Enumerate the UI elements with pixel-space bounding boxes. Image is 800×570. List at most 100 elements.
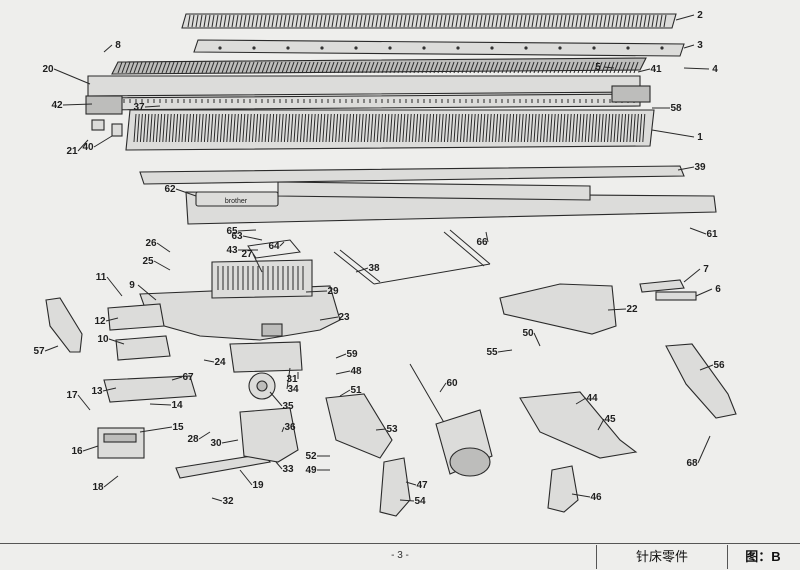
leader-line-27 [252, 253, 263, 273]
callout-label-49: 49 [305, 465, 317, 476]
leader-line-34 [286, 367, 291, 390]
brand-plate-text: brother [225, 198, 248, 205]
callout-label-6: 6 [715, 284, 721, 295]
leader-line-37 [144, 105, 161, 108]
leader-line-8 [103, 44, 113, 53]
leader-line-25 [153, 260, 171, 271]
finger-part-57 [45, 297, 83, 353]
leader-line-28 [198, 431, 211, 440]
handle-part-60 [409, 363, 493, 477]
leader-line-9 [137, 284, 157, 301]
callout-label-41: 41 [650, 64, 662, 75]
callout-label-64: 64 [268, 241, 280, 252]
leader-line-39 [677, 166, 695, 171]
callout-label-27: 27 [241, 249, 253, 260]
leader-line-14 [149, 403, 172, 406]
callout-label-9: 9 [129, 280, 135, 291]
callout-label-42: 42 [51, 100, 63, 111]
name-plate-part-62: brother [195, 191, 279, 207]
callout-label-47: 47 [416, 480, 428, 491]
callout-label-5: 5 [595, 62, 601, 73]
latch-parts-6-7 [639, 279, 697, 301]
callout-label-15: 15 [172, 422, 184, 433]
leader-line-2 [675, 14, 695, 21]
callout-label-54: 54 [414, 496, 426, 507]
leader-line-42 [62, 103, 93, 106]
callout-label-66: 66 [476, 237, 488, 248]
leader-line-65 [237, 229, 257, 232]
leader-line-1 [651, 129, 695, 138]
leader-line-40 [93, 135, 113, 148]
footer-divider [0, 543, 800, 544]
upper-panel-plate [277, 181, 591, 201]
page-number: - 3 - [391, 550, 409, 561]
leader-line-19 [239, 469, 253, 486]
leader-line-16 [82, 445, 99, 452]
scale-strip-part-37 [89, 93, 641, 111]
callout-label-67: 67 [182, 372, 194, 383]
cover-rail-part-3 [193, 39, 685, 57]
cam-plate-part-27 [211, 259, 313, 299]
needle-row-upper [111, 57, 647, 75]
callout-label-61: 61 [706, 229, 718, 240]
leader-line-11 [106, 276, 123, 297]
leader-line-4 [683, 67, 710, 70]
callout-label-62: 62 [164, 184, 176, 195]
bed-side-blocks [85, 85, 651, 137]
callout-label-8: 8 [115, 40, 121, 51]
leader-line-59 [335, 353, 347, 359]
leader-line-38 [355, 267, 369, 273]
plate-part-22 [499, 283, 617, 335]
comb-rail-part-2 [181, 13, 677, 29]
diagram-title: 针床零件 [596, 545, 728, 569]
callout-label-65: 65 [226, 226, 238, 237]
callout-label-32: 32 [222, 496, 234, 507]
callout-label-20: 20 [42, 64, 54, 75]
leader-line-24 [203, 359, 215, 363]
leader-line-12 [105, 317, 119, 322]
callout-label-4: 4 [712, 64, 718, 75]
leader-line-53 [375, 428, 387, 431]
bracket-part-53 [325, 393, 393, 459]
leader-line-68 [697, 435, 711, 464]
leader-line-47 [405, 481, 417, 486]
callout-label-37: 37 [133, 102, 145, 113]
callout-label-44: 44 [586, 393, 598, 404]
slide-part-19 [175, 453, 271, 479]
leader-line-41 [637, 68, 651, 73]
callout-label-59: 59 [346, 349, 358, 360]
callout-label-68: 68 [686, 458, 698, 469]
callout-label-58: 58 [670, 103, 682, 114]
leader-line-32 [211, 497, 223, 502]
leader-line-46 [571, 493, 591, 498]
callout-label-36: 36 [284, 422, 296, 433]
leader-line-48 [335, 370, 351, 375]
sliding-rail-part-39 [139, 165, 685, 185]
callout-label-43: 43 [226, 245, 238, 256]
leader-line-26 [156, 242, 171, 253]
rods-part-38 [333, 229, 491, 285]
callout-label-11: 11 [96, 272, 107, 283]
leader-line-63 [242, 235, 263, 241]
callout-label-40: 40 [82, 142, 94, 153]
callout-label-13: 13 [91, 386, 103, 397]
gear-part-35 [248, 372, 276, 400]
leader-line-35 [269, 391, 283, 407]
leader-line-22 [607, 308, 627, 311]
needle-bed-part-1 [125, 109, 655, 151]
callout-label-28: 28 [187, 434, 199, 445]
leader-line-30 [221, 439, 239, 444]
callout-label-34: 34 [287, 384, 299, 395]
callout-label-39: 39 [694, 162, 706, 173]
callout-label-31: 31 [286, 374, 298, 385]
hook-part-54 [379, 457, 411, 517]
leader-line-67 [171, 376, 183, 381]
figure-label: 图：B [745, 549, 781, 564]
leader-line-15 [139, 426, 173, 433]
callout-label-14: 14 [171, 400, 183, 411]
leader-line-66 [485, 231, 489, 243]
callout-label-26: 26 [145, 238, 157, 249]
leader-line-13 [102, 387, 117, 392]
leader-line-50 [533, 332, 541, 347]
leader-line-10 [108, 338, 125, 345]
